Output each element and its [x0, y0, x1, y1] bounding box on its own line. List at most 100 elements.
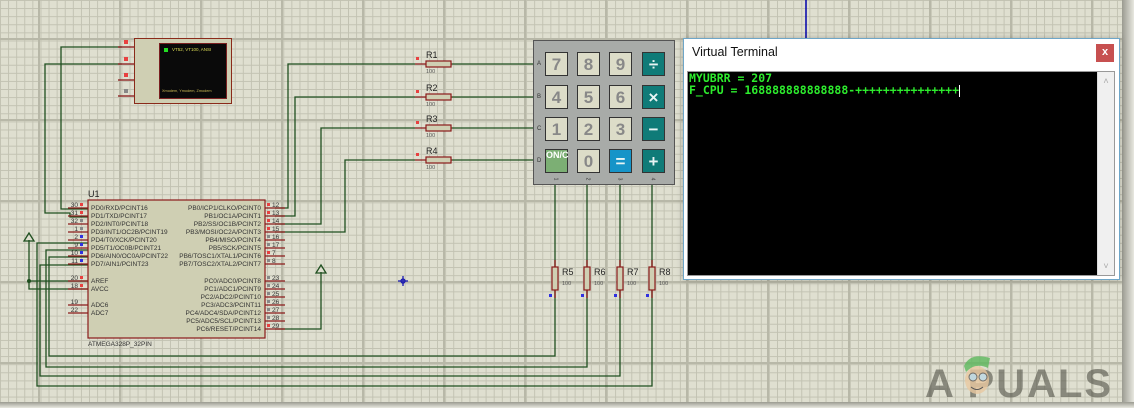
resistor-ref: R3 — [426, 114, 438, 124]
virtual-terminal-window: Virtual Terminal x MYUBRR = 207 F_CPU = … — [683, 38, 1120, 280]
resistor-value: 100 — [627, 281, 636, 287]
resistor-ref: R8 — [659, 267, 671, 277]
mcu-pin-number: 18 — [71, 283, 79, 290]
pin-state-indicator — [124, 89, 128, 93]
pin-state-indicator — [267, 316, 270, 319]
canvas-edge-bottom — [0, 402, 1134, 408]
mcu-pin-number: 27 — [272, 307, 280, 314]
mcu-pin-number: 23 — [272, 275, 280, 282]
mcu-pin-number: 13 — [272, 210, 280, 217]
pin-state-indicator — [549, 294, 552, 297]
pin-state-indicator — [267, 227, 270, 230]
terminal-text: MYUBRR = 207 F_CPU = 168888888888888-+++… — [688, 72, 1097, 276]
keypad-key[interactable]: 9 — [609, 52, 632, 76]
resistor-body[interactable] — [425, 156, 452, 164]
pin-state-indicator — [124, 73, 128, 77]
resistor-body[interactable] — [425, 60, 452, 68]
keypad-key[interactable]: 3 — [609, 117, 632, 141]
watermark-text: A PUALS — [925, 362, 1114, 406]
virtual-terminal-component[interactable]: VT52, VT100, ANSI Xmodem, Ymodem, Zmodem — [134, 38, 232, 104]
mcu-ref: U1 — [88, 189, 100, 199]
wire-col2 — [45, 249, 588, 368]
canvas-edge-right — [1122, 0, 1134, 408]
mcu-pin-number: 29 — [272, 323, 280, 330]
pin-state-indicator — [646, 294, 649, 297]
keypad-key[interactable]: − — [642, 117, 665, 141]
keypad-row-label: A — [537, 61, 542, 67]
scroll-down-icon[interactable]: ˅ — [1103, 261, 1109, 271]
power-terminal-icon — [22, 231, 36, 242]
keypad-key[interactable]: 1 — [545, 117, 568, 141]
mcu-right-pins: 12PB0/ICP1/CLKO/PCINT013PB1/OC1A/PCINT11… — [179, 202, 285, 333]
mcu-pin-name: ADC7 — [91, 310, 109, 317]
resistor-ref: R5 — [562, 267, 574, 277]
window-title: Virtual Terminal — [692, 45, 778, 59]
keypad-key[interactable]: 6 — [609, 85, 632, 109]
pin-state-indicator — [80, 284, 83, 287]
pin-state-indicator — [267, 292, 270, 295]
resistor-body[interactable] — [425, 124, 452, 132]
resistor-body[interactable] — [551, 266, 559, 291]
resistor-value: 100 — [426, 69, 435, 75]
mcu-pin-name: PC4/ADC4/SDA/PCINT12 — [186, 310, 262, 317]
resistor-body[interactable] — [616, 266, 624, 291]
resistor-ref: R2 — [426, 83, 438, 93]
keypad-key[interactable]: 0 — [577, 149, 600, 173]
mcu-pin-name: PD6/AIN0/OC0A/PCINT22 — [91, 253, 168, 260]
keypad-key[interactable]: = — [609, 149, 632, 173]
mcu-pin-name: PD3/INT1/OC2B/PCINT19 — [91, 229, 168, 236]
pin-state-indicator — [267, 259, 270, 262]
mcu-pin-name: PB2/SS/OC1B/PCINT2 — [194, 221, 262, 228]
mcu-pin-number: 30 — [71, 202, 79, 209]
pin-state-indicator — [124, 57, 128, 61]
keypad-key[interactable]: + — [642, 149, 665, 173]
keypad-key[interactable]: 2 — [577, 117, 600, 141]
keypad-key[interactable]: 4 — [545, 85, 568, 109]
mcu-pin-number: 28 — [272, 315, 280, 322]
pin-state-indicator — [267, 300, 270, 303]
mcu-pin-number: 31 — [71, 210, 79, 217]
mcu-body[interactable] — [87, 199, 266, 339]
mcu-pin-number: 14 — [272, 218, 280, 225]
terminal-output[interactable]: MYUBRR = 207 F_CPU = 168888888888888-+++… — [687, 71, 1115, 276]
vertical-scrollbar[interactable]: ˄ ˅ — [1097, 72, 1114, 275]
pin-state-indicator — [80, 276, 83, 279]
resistor-value: 100 — [562, 281, 571, 287]
pin-state-indicator — [80, 211, 83, 214]
resistor-value: 100 — [426, 133, 435, 139]
pin-state-indicator — [267, 324, 270, 327]
resistor-body[interactable] — [648, 266, 656, 291]
keypad-key[interactable]: × — [642, 85, 665, 109]
keypad-key[interactable]: 5 — [577, 85, 600, 109]
resistor-body[interactable] — [425, 93, 452, 101]
mcu-pin-number: 24 — [272, 283, 280, 290]
mcu-pin-number: 12 — [272, 202, 280, 209]
pin-state-indicator — [80, 251, 83, 254]
keypad-key[interactable]: 7 — [545, 52, 568, 76]
resistor-body[interactable] — [583, 266, 591, 291]
terminal-component-screen: VT52, VT100, ANSI Xmodem, Ymodem, Zmodem — [159, 43, 227, 99]
power-terminal-icon — [314, 263, 328, 274]
mcu-pin-name: PC2/ADC2/PCINT10 — [201, 294, 262, 301]
keypad-key[interactable]: ON/C — [545, 149, 569, 173]
keypad-row-label: C — [537, 126, 542, 132]
wire-col3 — [39, 264, 621, 377]
keypad-key[interactable]: 8 — [577, 52, 600, 76]
mcu-pin-number: 20 — [71, 275, 79, 282]
mcu-pin-number: 9 — [74, 242, 78, 249]
scroll-up-icon[interactable]: ˄ — [1103, 76, 1109, 86]
close-button[interactable]: x — [1096, 44, 1114, 62]
mcu-pin-name: ADC6 — [91, 302, 109, 309]
mcu-pin-name: PD5/T1/OC0B/PCINT21 — [91, 245, 161, 252]
terminal-line-2: F_CPU = 168888888888888-+++++++++++++++ — [689, 82, 960, 97]
pin-state-indicator — [267, 203, 270, 206]
pin-state-indicator — [416, 57, 419, 60]
pin-state-indicator — [614, 294, 617, 297]
mcu-pin-name: PC3/ADC3/PCINT11 — [201, 302, 261, 309]
pin-state-indicator — [416, 121, 419, 124]
keypad-key[interactable]: ÷ — [642, 52, 665, 76]
pin-state-indicator — [416, 90, 419, 93]
